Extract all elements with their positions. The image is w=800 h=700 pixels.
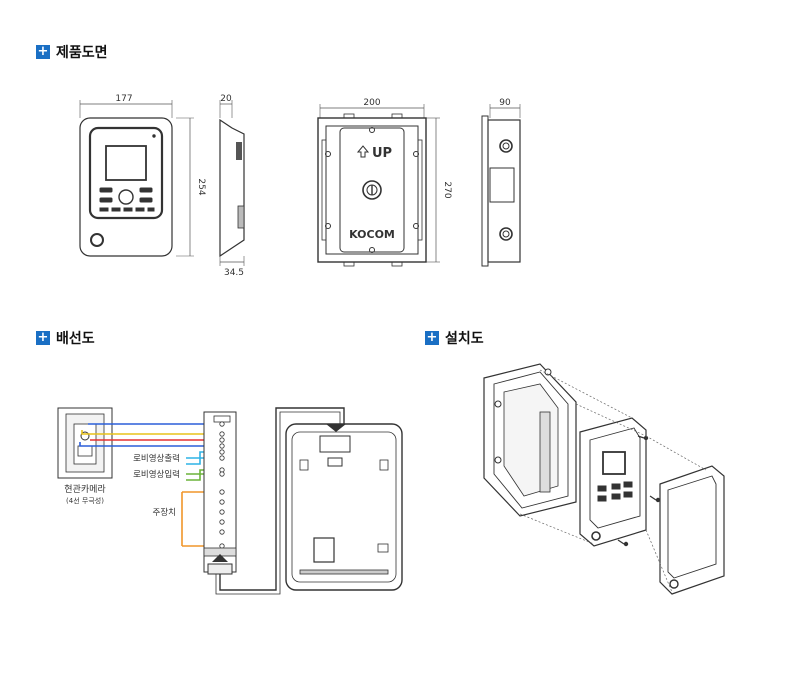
- video-in-label: 로비영상입력: [133, 469, 180, 480]
- brand-label: KOCOM: [349, 228, 395, 241]
- video-out-label: 로비영상출력: [133, 453, 180, 464]
- section-title-drawing-label: 제품도면: [56, 45, 108, 61]
- install-cover: [659, 465, 725, 595]
- terminal-block: [203, 411, 237, 575]
- dim-front-width: 177: [115, 94, 132, 104]
- section-title-wiring: + 배선도: [36, 328, 95, 348]
- up-label: UP: [372, 146, 392, 161]
- section-title-drawing: + 제품도면: [36, 42, 108, 62]
- cable-loop-inner: [215, 411, 341, 595]
- backbox-view: [317, 104, 440, 267]
- plus-icon: +: [425, 330, 439, 345]
- side-view: [219, 100, 245, 266]
- camera-sub-label: (4선 무극성): [66, 496, 104, 505]
- dim-side-base: 34.5: [224, 268, 244, 278]
- install-indoor-unit: [579, 417, 647, 547]
- up-arrow-icon: [356, 145, 370, 158]
- dim-side-depth: 20: [220, 94, 232, 104]
- main-line-label: 주장치: [153, 507, 176, 518]
- camera-name-label: 현관카메라: [64, 484, 106, 495]
- wires: [79, 423, 220, 547]
- plus-icon: +: [36, 330, 50, 345]
- dim-box-height: 270: [442, 181, 452, 198]
- section-title-install-label: 설치도: [445, 331, 484, 347]
- dim-box-depth: 90: [499, 98, 511, 108]
- door-camera: [57, 407, 113, 479]
- plus-icon: +: [36, 44, 50, 59]
- install-screws: [617, 435, 661, 547]
- cable-loop: [219, 407, 345, 591]
- install-guide-lines: [519, 369, 707, 593]
- install-backbox: [483, 363, 577, 517]
- section-title-install: + 설치도: [425, 328, 484, 348]
- dim-box-width: 200: [363, 98, 380, 108]
- section-title-wiring-label: 배선도: [56, 331, 95, 347]
- wire-yellow: [81, 430, 220, 435]
- backbox-side-view: [481, 104, 521, 267]
- dim-front-height: 254: [196, 178, 206, 195]
- connector-arrow-icon-2: [326, 424, 346, 432]
- indoor-unit-back: [285, 423, 403, 591]
- connector-arrow-icon: [212, 554, 228, 562]
- front-view: [79, 100, 194, 257]
- wire-blue-2: [79, 442, 220, 447]
